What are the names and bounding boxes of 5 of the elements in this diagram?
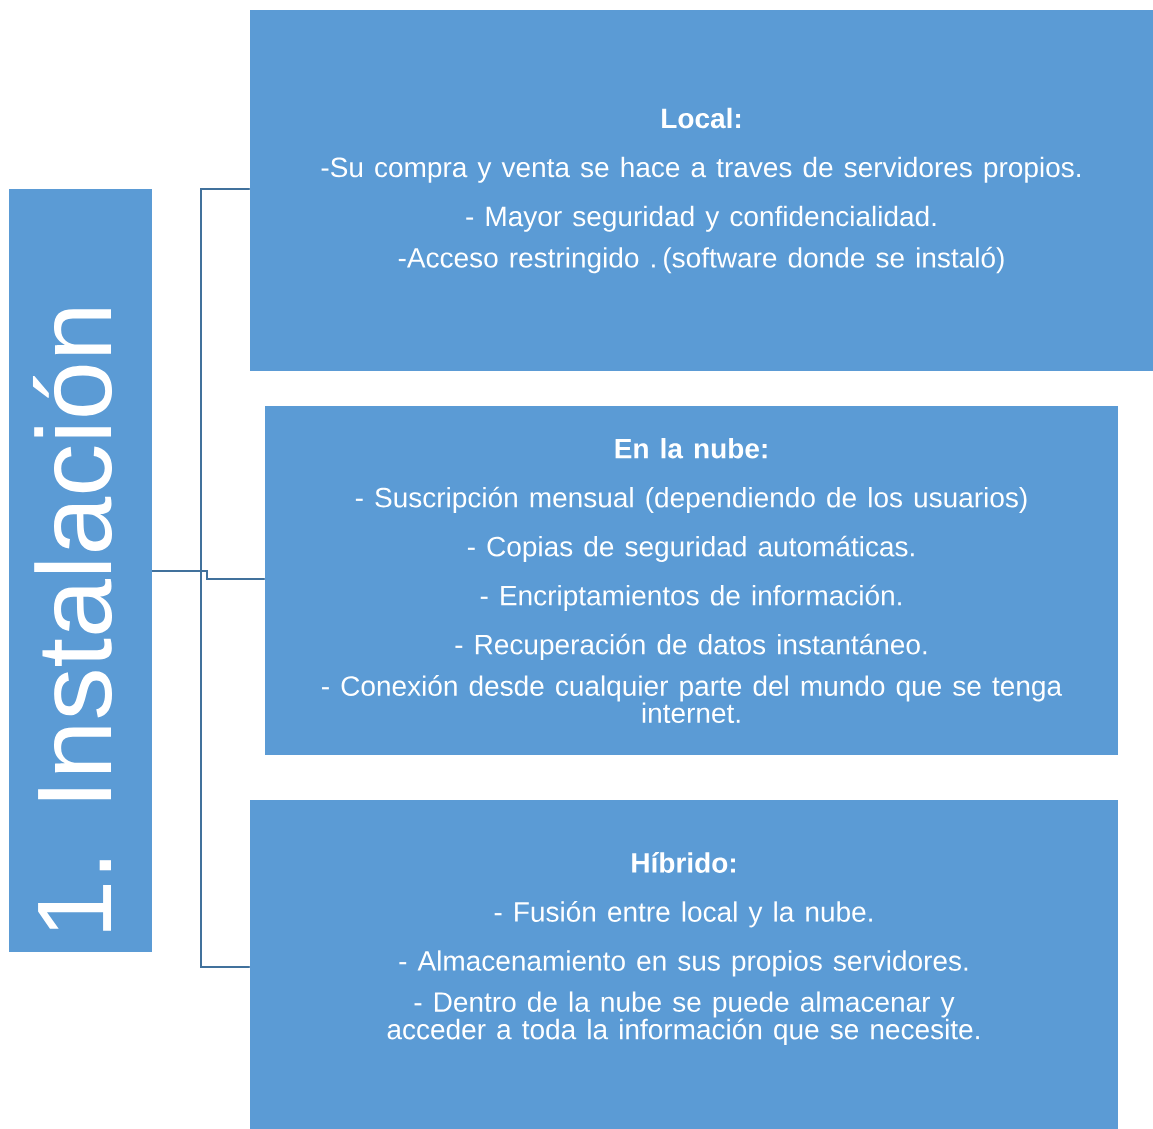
connector-line — [151, 570, 251, 968]
content-box: Híbrido: - Fusión entre local y la nube. - Almacenamiento en sus propios servidores. - Dentro de la nube se puede almacenar y acceder a toda la información que se necesite. — [250, 800, 1118, 1129]
content-box: En la nube: - Suscripción mensual (dependiendo de los usuarios) - Copias de seguridad automáticas. - Encriptamientos de información. - Recuperación de datos instantáneo. - Conexión desde cualquier parte del mundo que se tenga internet. — [265, 406, 1118, 755]
content-box: Local: -Su compra y venta se hace a traves de servidores propios. - Mayor seguridad y confidencialidad. -Acceso restringido . (software donde se instaló) — [250, 10, 1153, 371]
title-box: 1. Instalación — [9, 189, 152, 952]
